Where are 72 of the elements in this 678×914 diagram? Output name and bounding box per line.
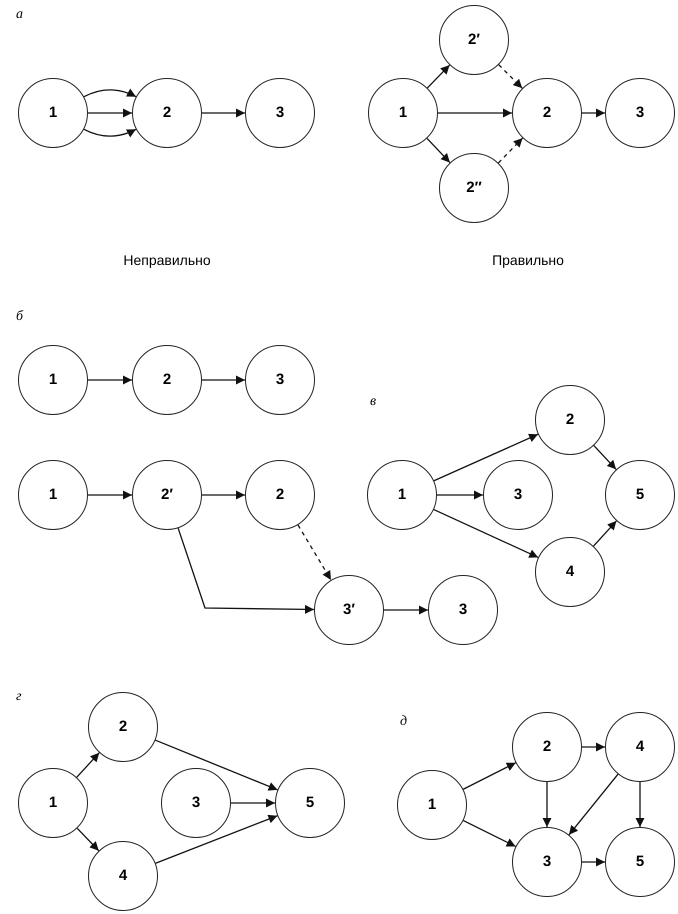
- arrow: [437, 490, 483, 500]
- node-label: 3: [276, 102, 284, 123]
- node-label: 2′: [161, 484, 173, 505]
- arrow: [76, 752, 100, 778]
- node-label: 1: [48, 370, 58, 390]
- node-label: 4: [118, 866, 128, 886]
- node-label: 1: [48, 792, 58, 813]
- arrow: [498, 138, 524, 164]
- arrow: [568, 774, 618, 836]
- arrow: [438, 108, 512, 118]
- caption: Неправильно: [123, 253, 211, 267]
- section-letter: б: [16, 310, 24, 324]
- node-label: 2″: [466, 178, 482, 198]
- node-label: 2: [118, 716, 128, 737]
- arrow: [593, 520, 617, 547]
- section-letter: д: [400, 715, 408, 729]
- arrow: [88, 376, 132, 384]
- arrow: [636, 782, 644, 827]
- arrow: [231, 798, 275, 808]
- arrow: [498, 64, 523, 89]
- arrow: [462, 762, 516, 790]
- arrow: [297, 524, 332, 580]
- arrow: [384, 606, 428, 614]
- node-label: 2: [162, 370, 172, 390]
- node-label: 2: [542, 102, 552, 123]
- arrow: [88, 490, 132, 500]
- node-label: 2′: [468, 30, 480, 50]
- arrow: [593, 445, 617, 470]
- node-label: 1: [48, 484, 58, 505]
- node-label: 2: [276, 484, 284, 505]
- node-label: 4: [636, 736, 644, 757]
- arrow: [88, 108, 132, 118]
- arrow: [434, 509, 538, 558]
- section-letter: а: [16, 8, 23, 22]
- node-label: 1: [48, 102, 58, 123]
- arrow: [76, 828, 100, 852]
- node-label: 1: [428, 794, 436, 815]
- arrow: [155, 814, 278, 864]
- node-label: 1: [398, 102, 408, 123]
- arrow: [426, 64, 450, 88]
- arrow: [84, 128, 136, 138]
- node-label: 3′: [343, 600, 355, 620]
- arrow: [434, 434, 538, 482]
- node-label: 5: [636, 484, 644, 505]
- arrow: [84, 88, 136, 98]
- arrow: [582, 742, 605, 752]
- section-letter: г: [16, 690, 22, 704]
- arrow: [202, 490, 245, 500]
- caption: Правильно: [492, 253, 564, 267]
- section-letter: в: [370, 395, 376, 409]
- arrow: [202, 108, 245, 118]
- arrow: [582, 858, 605, 866]
- node-label: 3: [514, 484, 522, 505]
- arrow: [202, 376, 245, 384]
- node-label: 3: [636, 102, 644, 123]
- node-label: 5: [306, 792, 314, 813]
- arrow: [463, 820, 516, 848]
- node-label: 2: [542, 736, 552, 757]
- node-label: 1: [398, 484, 406, 505]
- arrow: [155, 740, 278, 791]
- arrow: [582, 108, 605, 118]
- node-label: 3: [192, 792, 200, 813]
- node-label: 2: [162, 102, 172, 123]
- node-label: 3: [458, 600, 468, 620]
- node-label: 5: [636, 852, 644, 872]
- node-label: 3: [542, 852, 552, 872]
- arrow: [178, 528, 314, 614]
- node-label: 3: [276, 370, 284, 390]
- node-label: 2: [566, 410, 574, 430]
- arrow: [426, 138, 450, 164]
- arrow: [542, 782, 552, 827]
- node-label: 4: [566, 562, 574, 582]
